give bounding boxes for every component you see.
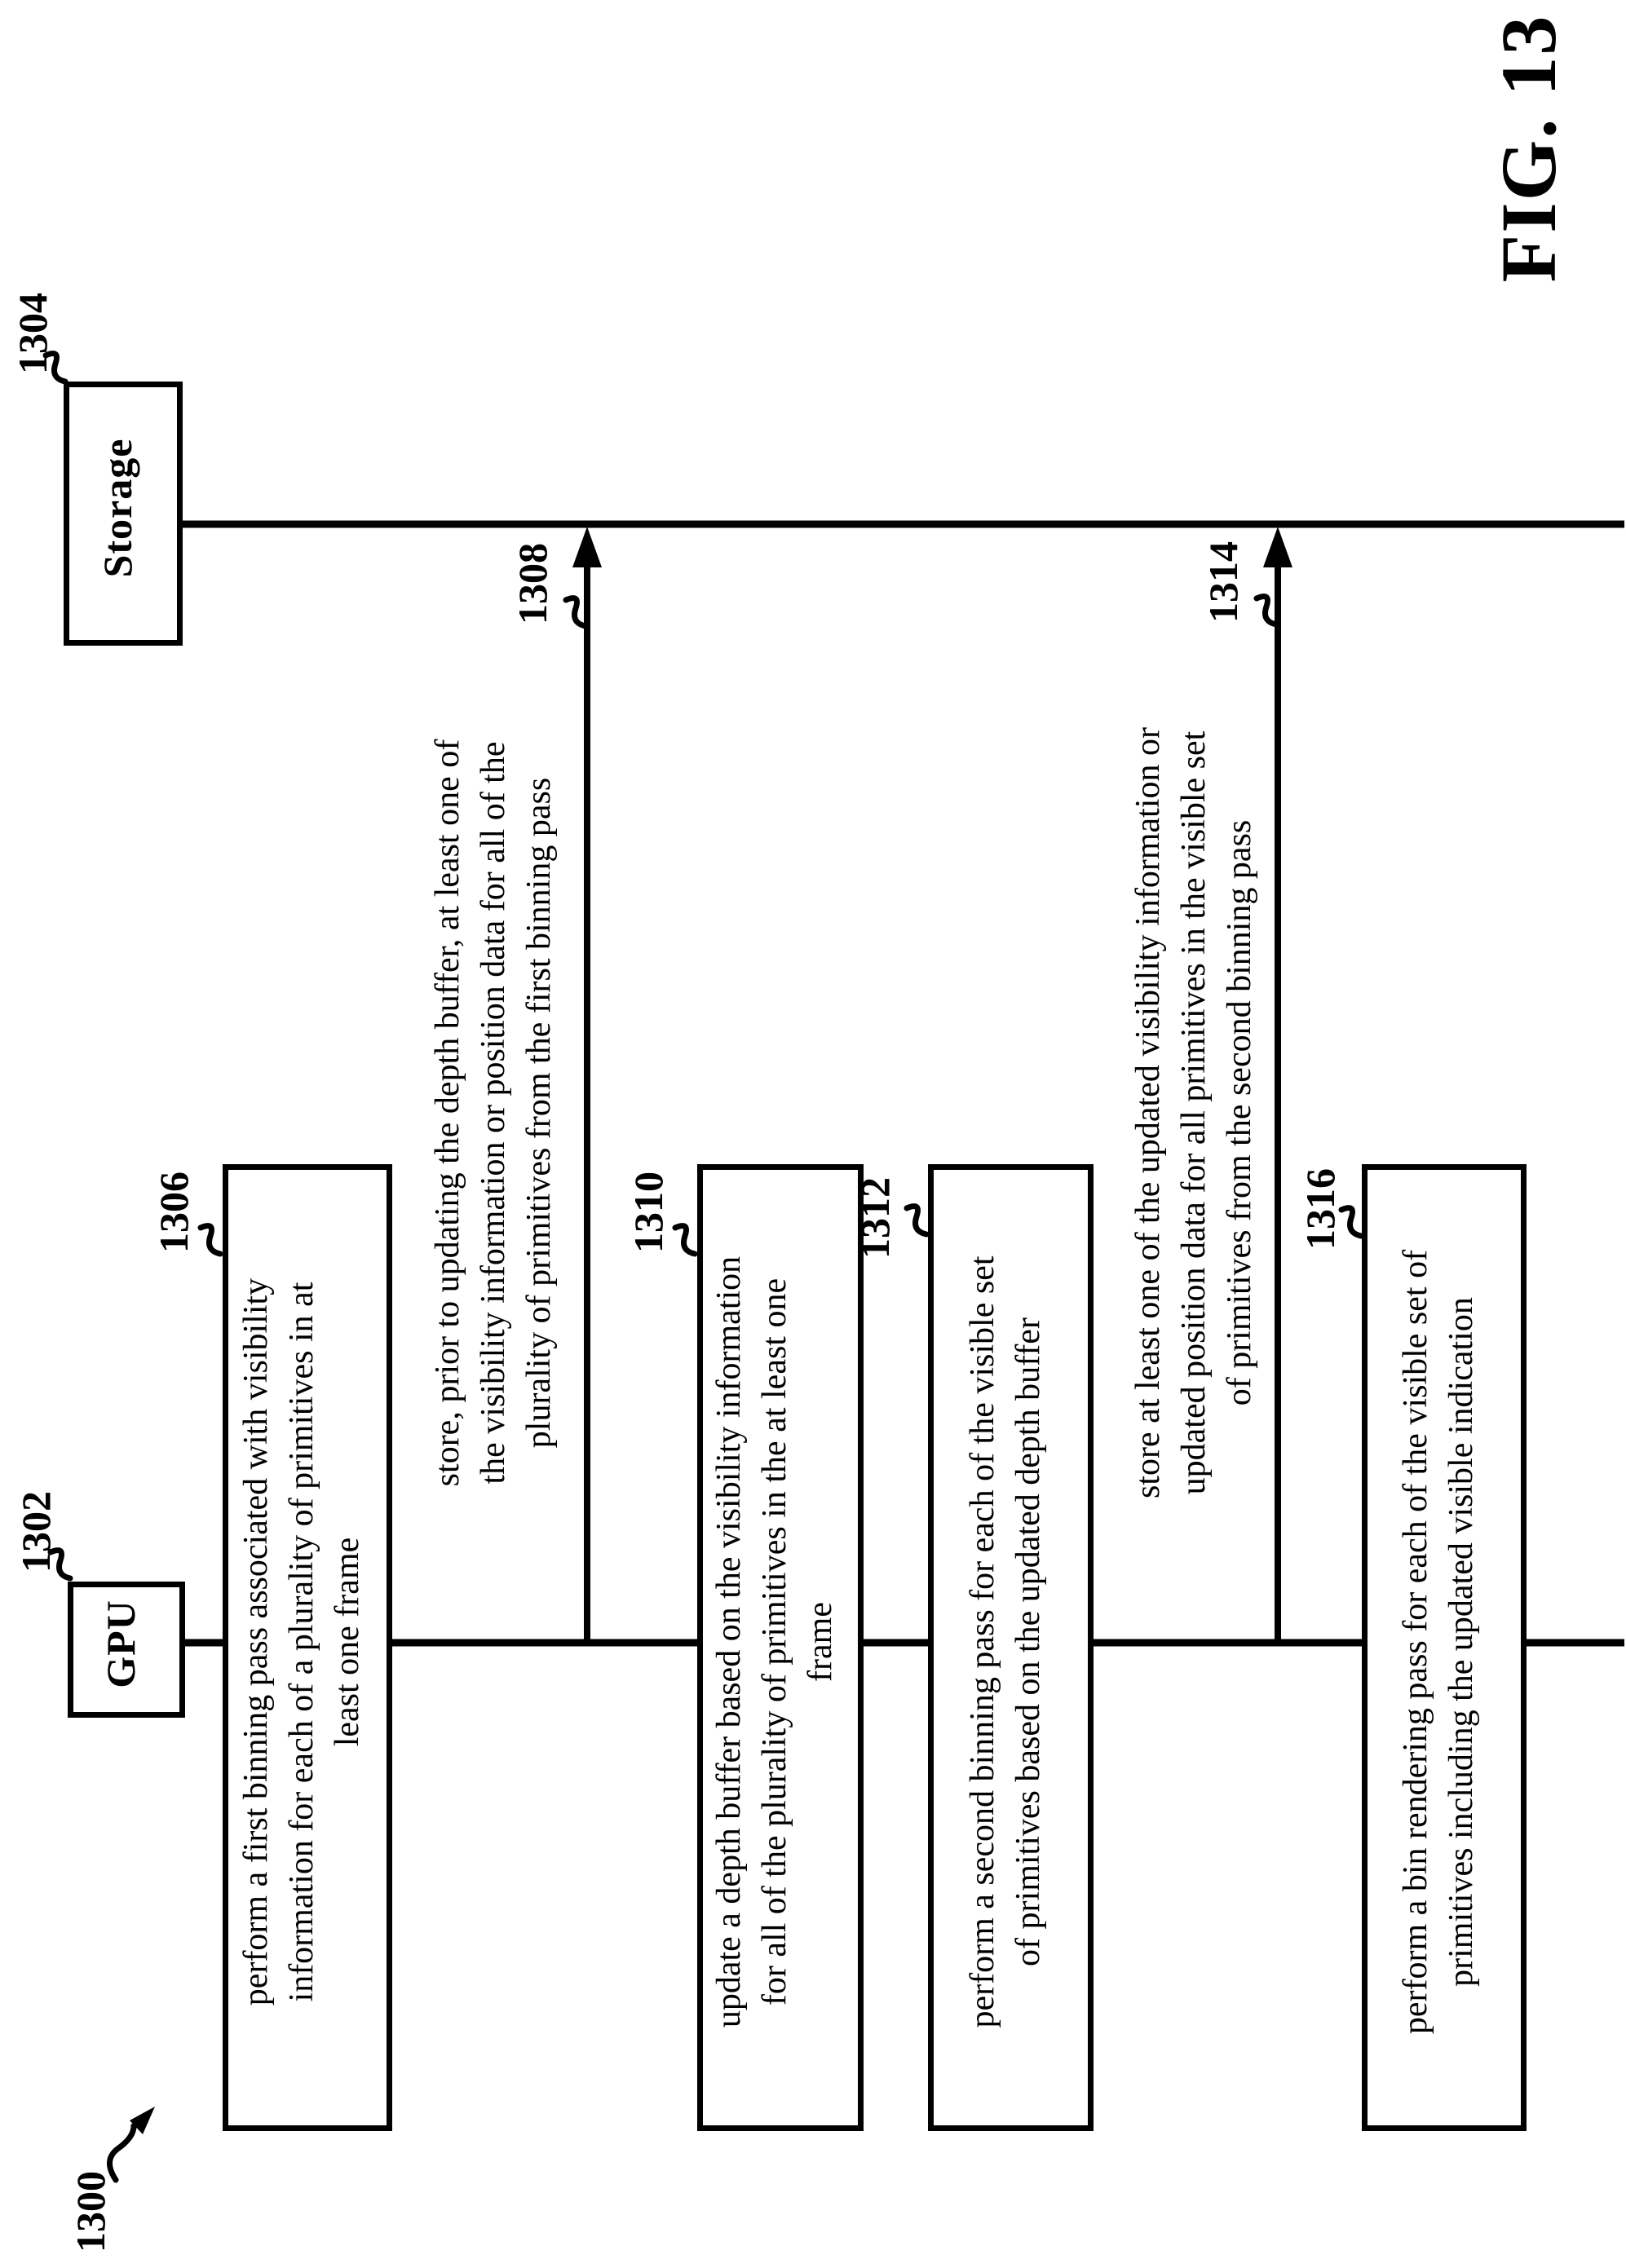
message-text-1314-wrap: store at least one of the updated visibi… — [1116, 664, 1272, 1561]
ref-1304: 1304 — [10, 293, 55, 374]
ref-1300-wrap: 1300 — [68, 2167, 113, 2257]
leader-1308 — [563, 595, 589, 629]
ref-1310-wrap: 1310 — [625, 1166, 671, 1259]
step-text-1312: perform a second binning pass for each o… — [963, 1255, 1047, 2028]
step-box-1316: perform a bin rendering pass for each of… — [1362, 1164, 1527, 2131]
figure-label: FIG. 13 — [1484, 14, 1572, 283]
ref-1316-wrap: 1316 — [1297, 1163, 1343, 1255]
ref-1314: 1314 — [1200, 541, 1246, 623]
ref-1314-wrap: 1314 — [1200, 536, 1246, 628]
leader-1302 — [47, 1547, 73, 1582]
leader-1314 — [1253, 593, 1279, 628]
ref-1306: 1306 — [151, 1172, 197, 1253]
leader-1316 — [1338, 1205, 1364, 1239]
ref-1316: 1316 — [1297, 1168, 1343, 1250]
ref-1300: 1300 — [68, 2171, 113, 2253]
store-arrow-1314-head — [1263, 527, 1292, 567]
leader-1312 — [904, 1203, 930, 1238]
message-text-1308: store, prior to updating the depth buffe… — [429, 739, 558, 1487]
figure-label-wrap: FIG. 13 — [1484, 10, 1572, 287]
ref-1306-wrap: 1306 — [151, 1166, 197, 1259]
gpu-lane-box: GPU — [68, 1582, 185, 1718]
leader-1306 — [197, 1223, 223, 1257]
message-text-1314: store at least one of the updated visibi… — [1129, 727, 1258, 1498]
ref-1308-wrap: 1308 — [510, 538, 555, 629]
step-text-1310: update a depth buffer based on the visib… — [710, 1255, 839, 2028]
ref-1308: 1308 — [510, 543, 555, 624]
ref-1302-wrap: 1302 — [13, 1487, 59, 1577]
leader-1310 — [672, 1223, 698, 1257]
storage-lane-box: Storage — [64, 382, 183, 646]
message-text-1308-wrap: store, prior to updating the depth buffe… — [412, 664, 575, 1561]
storage-lane-label: Storage — [95, 438, 140, 578]
step-box-1312: perform a second binning pass for each o… — [928, 1164, 1094, 2131]
ref-1310: 1310 — [625, 1172, 671, 1253]
store-arrow-1308-head — [572, 527, 602, 567]
step-box-1310: update a depth buffer based on the visib… — [697, 1164, 864, 2131]
ref-1312-wrap: 1312 — [852, 1172, 898, 1264]
step-text-1306: perform a first binning pass associated … — [237, 1277, 366, 2006]
ref-1302: 1302 — [13, 1491, 59, 1573]
diagram-ref-arrow-line — [107, 2120, 144, 2183]
leader-1304 — [42, 351, 68, 385]
diagram-ref-arrow-head — [130, 2107, 155, 2134]
ref-1304-wrap: 1304 — [10, 289, 55, 378]
ref-1312: 1312 — [852, 1177, 898, 1259]
step-text-1316: perform a bin rendering pass for each of… — [1397, 1249, 1480, 2035]
step-box-1306: perform a first binning pass associated … — [223, 1164, 392, 2131]
gpu-lane-label: GPU — [98, 1600, 144, 1688]
